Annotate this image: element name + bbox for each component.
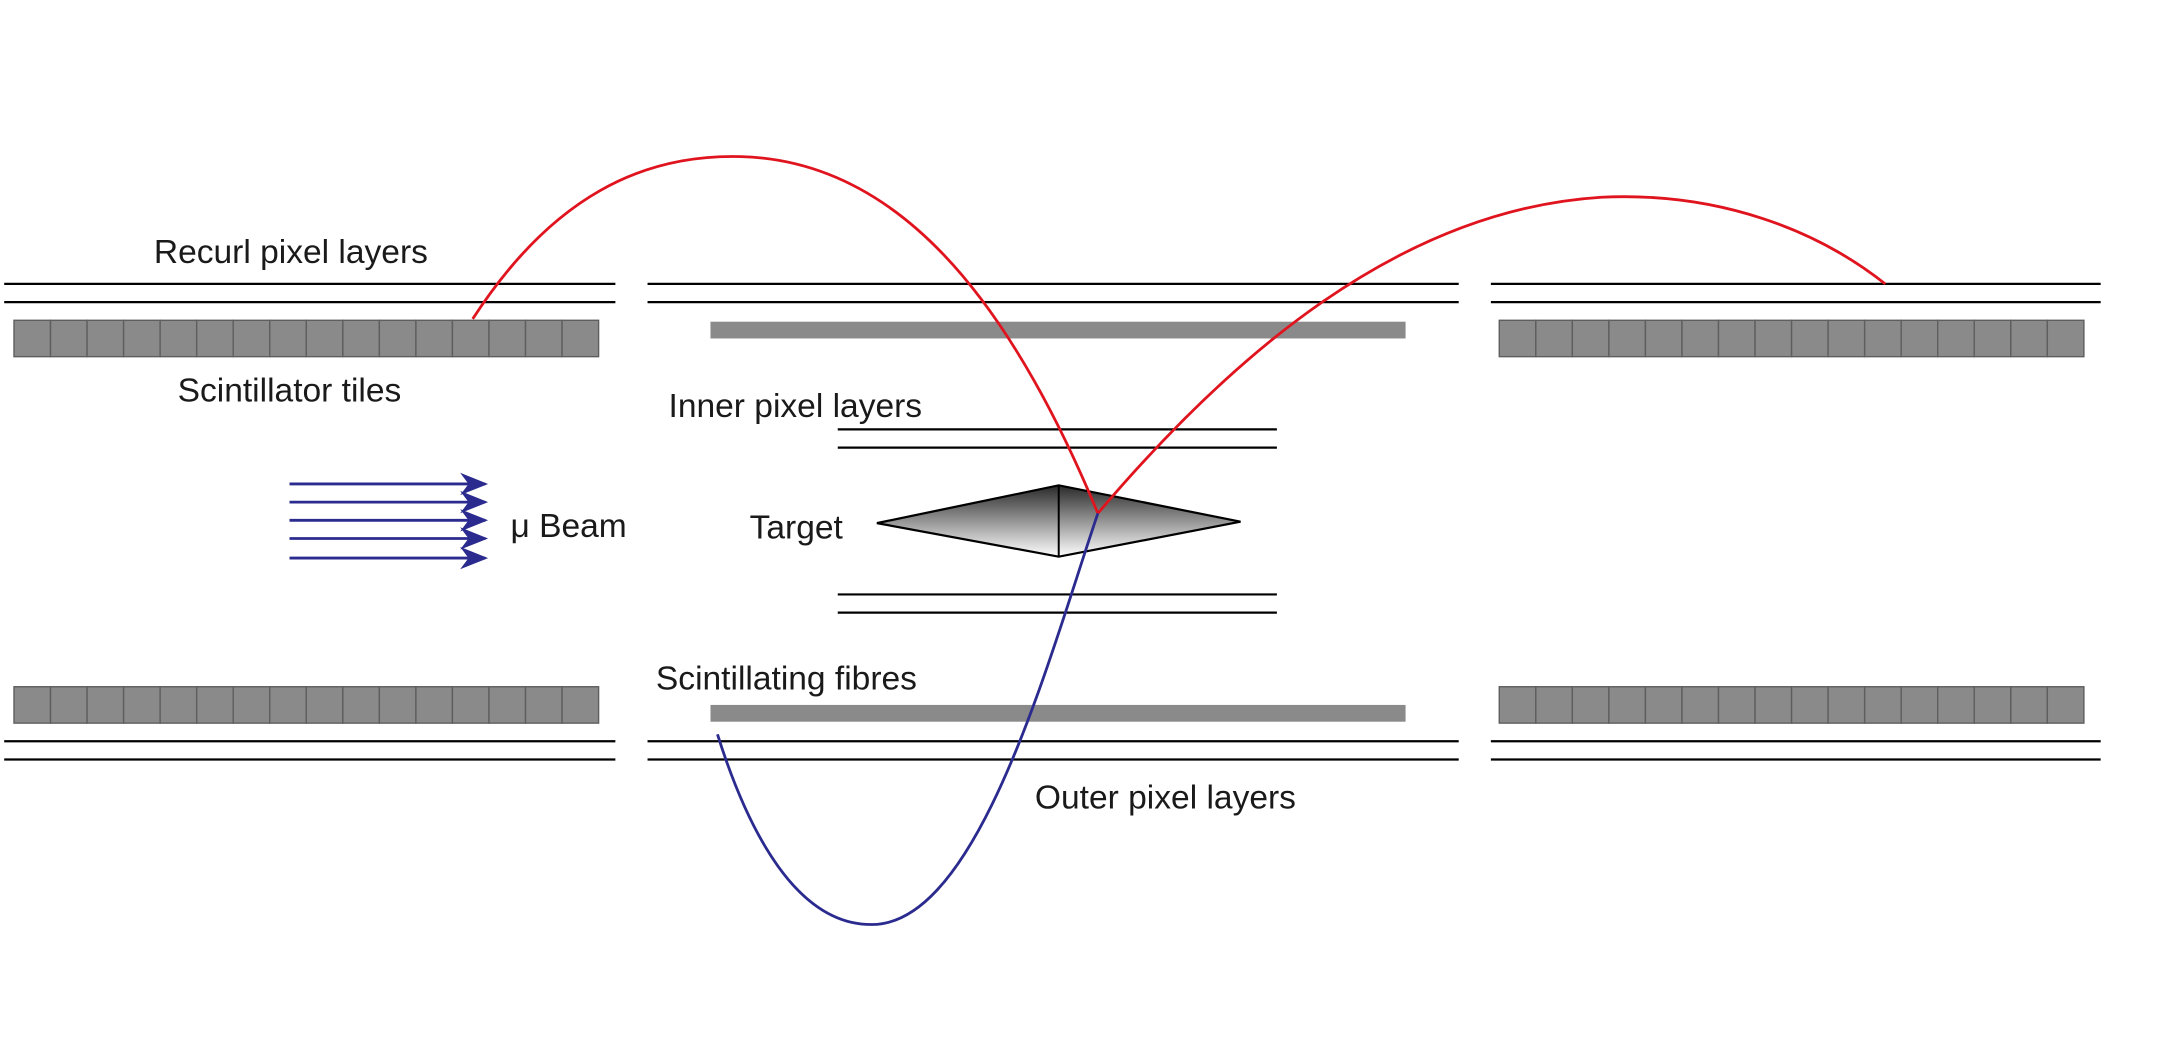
scintillator-tile — [13, 686, 52, 724]
scintillator-tile — [159, 319, 198, 358]
scintillator-tile — [1973, 319, 2012, 358]
scintillator-tile — [86, 686, 125, 724]
scintillator-tile — [561, 686, 600, 724]
scintillator-tile — [2010, 686, 2049, 724]
scintillator-tile — [2046, 686, 2085, 724]
scintillator-tile — [13, 319, 52, 358]
scintillator-tile — [1644, 686, 1683, 724]
scintillator-tile — [195, 319, 234, 358]
scintillator-tiles-bottom-left — [13, 686, 600, 724]
label-inner-pixel-layers: Inner pixel layers — [669, 388, 923, 425]
inner-pixel-layers — [837, 428, 1277, 614]
scintillator-tile — [1571, 686, 1610, 724]
recurl-pixel-layers-bottom — [4, 740, 2101, 761]
scintillator-tile — [305, 319, 344, 358]
scintillator-tile — [269, 686, 308, 724]
scintillator-tile — [342, 686, 381, 724]
scintillator-tiles-bottom-right — [1498, 686, 2085, 724]
scintillator-tile — [488, 319, 527, 358]
scintillator-tile — [1790, 686, 1829, 724]
label-outer-pixel-layers: Outer pixel layers — [1035, 779, 1296, 816]
track-positron-right — [1096, 195, 1887, 515]
scintillator-tile — [378, 686, 417, 724]
scintillator-tile — [1973, 686, 2012, 724]
scintillator-tile — [451, 319, 490, 358]
scintillator-tile — [342, 319, 381, 358]
scintillator-tile — [1498, 319, 1537, 358]
scintillator-tile — [195, 686, 234, 724]
scintillator-tile — [1863, 319, 1902, 358]
scintillator-tile — [1608, 319, 1647, 358]
label-scintillating-fibres: Scintillating fibres — [656, 661, 917, 698]
scintillator-tile — [415, 686, 454, 724]
scintillator-tile — [1535, 686, 1574, 724]
label-recurl-pixel-layers: Recurl pixel layers — [154, 234, 428, 271]
scintillator-tile — [1644, 319, 1683, 358]
scintillator-tile — [451, 686, 490, 724]
scintillator-tile — [1717, 319, 1756, 358]
scintillating-fibres-top — [710, 321, 1406, 339]
scintillator-tiles-top-right — [1498, 319, 2085, 358]
scintillator-tile — [488, 686, 527, 724]
scintillator-tile — [415, 319, 454, 358]
scintillator-tile — [49, 319, 88, 358]
label-target: Target — [750, 509, 844, 546]
scintillator-tile — [1498, 686, 1537, 724]
scintillator-tile — [232, 319, 271, 358]
scintillator-tiles-top-left — [13, 319, 600, 358]
scintillator-tile — [561, 319, 600, 358]
scintillator-tile — [1900, 686, 1939, 724]
scintillator-tile — [378, 319, 417, 358]
scintillator-tile — [1717, 686, 1756, 724]
scintillator-tile — [1827, 319, 1866, 358]
scintillator-tile — [1608, 686, 1647, 724]
scintillator-tile — [49, 686, 88, 724]
scintillator-tile — [1754, 686, 1793, 724]
scintillator-tile — [305, 686, 344, 724]
scintillator-tile — [122, 319, 161, 358]
scintillator-tile — [1937, 686, 1975, 724]
target — [876, 484, 1241, 558]
track-positron-left — [471, 155, 1100, 514]
scintillator-tile — [1571, 319, 1610, 358]
scintillator-tile — [1681, 319, 1720, 358]
recurl-pixel-layers-top — [4, 282, 2101, 304]
scintillator-tile — [1681, 686, 1720, 724]
scintillator-tile — [86, 319, 125, 358]
scintillator-tile — [269, 319, 308, 358]
scintillator-tile — [1937, 319, 1975, 358]
scintillator-tile — [524, 319, 563, 358]
muon-beam — [289, 472, 489, 570]
label-scintillator-tiles: Scintillator tiles — [178, 372, 402, 409]
scintillator-tile — [2046, 319, 2085, 358]
label-mu-beam: μ Beam — [510, 508, 626, 545]
scintillator-tile — [1863, 686, 1902, 724]
scintillator-tile — [122, 686, 161, 724]
scintillator-tile — [1535, 319, 1574, 358]
scintillator-tile — [524, 686, 563, 724]
scintillator-tile — [1790, 319, 1829, 358]
scintillator-tile — [1900, 319, 1939, 358]
track-electron — [716, 512, 1100, 926]
scintillator-tile — [1754, 319, 1793, 358]
scintillating-fibres-bottom — [710, 704, 1406, 722]
scintillator-tile — [1827, 686, 1866, 724]
scintillator-tile — [232, 686, 271, 724]
scintillator-tile — [2010, 319, 2049, 358]
scintillator-tile — [159, 686, 198, 724]
